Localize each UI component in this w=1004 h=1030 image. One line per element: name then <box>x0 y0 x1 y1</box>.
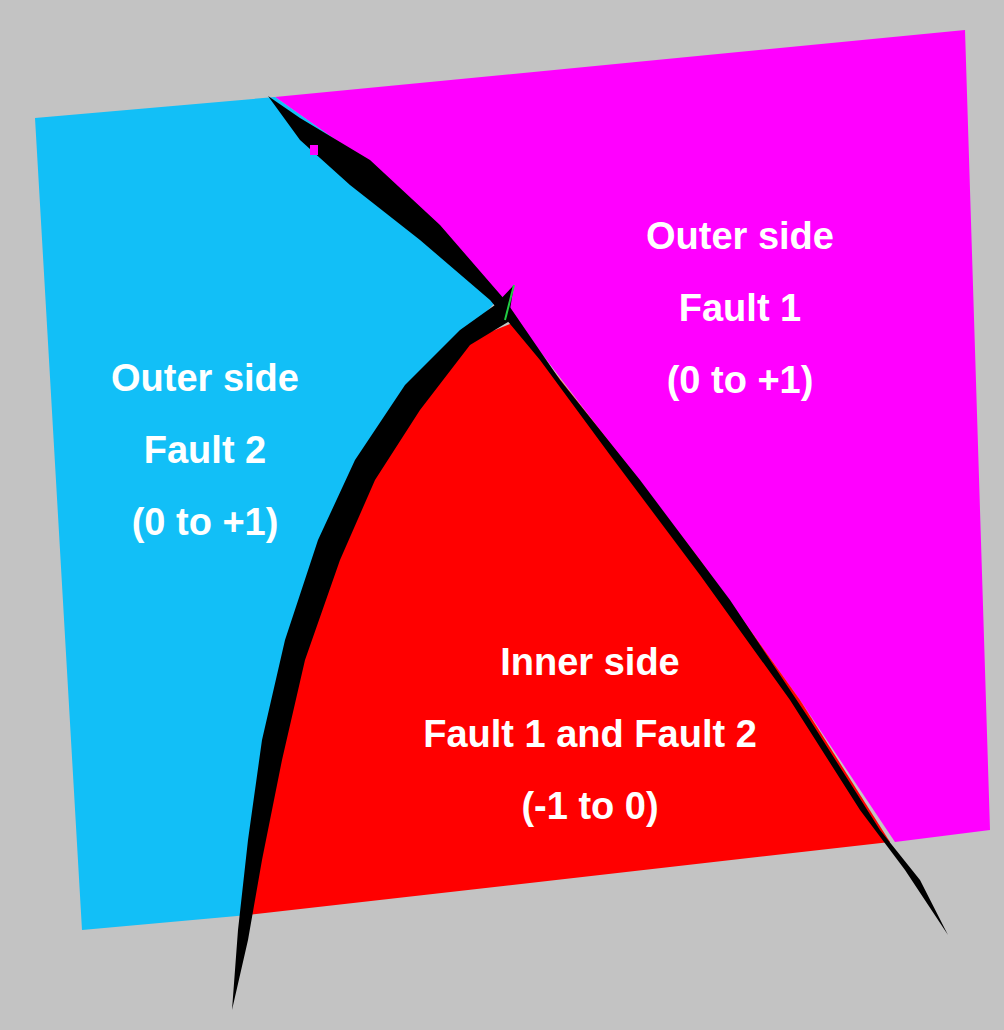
fault-trace <box>505 285 514 320</box>
region-label: (-1 to 0) <box>419 770 761 842</box>
region-label: (0 to +1) <box>107 486 303 558</box>
region-label: Fault 1 <box>642 272 838 344</box>
region-label-group: Outer sideFault 1(0 to +1) <box>642 200 838 416</box>
region-label: Fault 2 <box>107 414 303 486</box>
fault1-plane <box>268 96 948 935</box>
region-label: Outer side <box>107 342 303 414</box>
region-label-group: Inner sideFault 1 and Fault 2(-1 to 0) <box>419 626 761 842</box>
region-label: Inner side <box>419 626 761 698</box>
inner-side-region <box>248 322 890 915</box>
region-label: (0 to +1) <box>642 344 838 416</box>
region-label: Fault 1 and Fault 2 <box>419 698 761 770</box>
artifact-patch <box>310 145 318 155</box>
region-label-group: Outer sideFault 2(0 to +1) <box>107 342 303 558</box>
region-label: Outer side <box>642 200 838 272</box>
